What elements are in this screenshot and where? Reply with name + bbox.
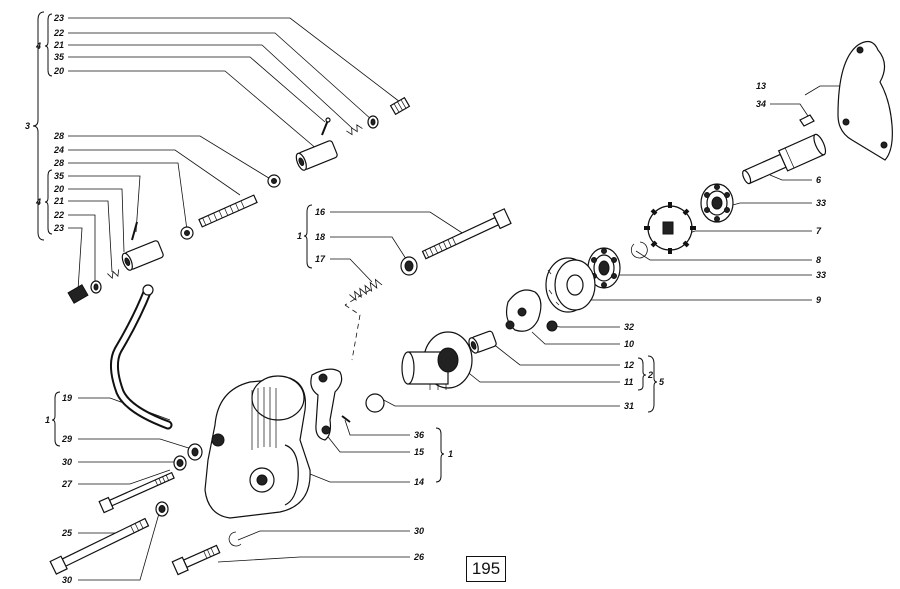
washer-part xyxy=(173,455,187,471)
key-part xyxy=(799,114,815,127)
callout-10: 10 xyxy=(624,339,634,349)
group-braces xyxy=(32,11,658,483)
spring-part xyxy=(349,278,383,301)
callout-36: 36 xyxy=(414,430,425,440)
callout-14: 14 xyxy=(414,477,424,487)
callout-27: 27 xyxy=(61,479,73,489)
spring-part xyxy=(346,124,363,136)
callout-28: 28 xyxy=(53,158,64,168)
page-number: 195 xyxy=(466,556,506,582)
group-number-4: 4 xyxy=(35,41,41,51)
callout-26: 26 xyxy=(413,552,425,562)
group-number-1: 1 xyxy=(448,449,453,459)
callout-28: 28 xyxy=(53,131,64,141)
callout-7: 7 xyxy=(816,226,822,236)
group-number-5: 5 xyxy=(659,377,665,387)
lever-part xyxy=(110,284,173,430)
callout-13: 13 xyxy=(756,81,766,91)
callout-21: 21 xyxy=(53,196,64,206)
spring-small-part xyxy=(67,284,89,304)
callout-32: 32 xyxy=(624,322,634,332)
callout-20: 20 xyxy=(53,66,64,76)
pin-part xyxy=(131,221,138,241)
group-number-1: 1 xyxy=(297,231,302,241)
pin-part xyxy=(341,415,351,423)
circlip-part xyxy=(630,241,648,259)
sleeve-part xyxy=(121,240,164,271)
callout-29: 29 xyxy=(61,434,72,444)
callout-6: 6 xyxy=(816,175,822,185)
ball-bearing-part xyxy=(700,183,734,223)
leader-lines xyxy=(68,17,842,581)
callout-30: 30 xyxy=(62,575,72,585)
circlip-part xyxy=(228,531,242,547)
spring-part xyxy=(107,269,120,280)
callout-22: 22 xyxy=(53,210,64,220)
callout-15: 15 xyxy=(414,447,425,457)
ring-part xyxy=(367,115,379,129)
callout-12: 12 xyxy=(624,360,634,370)
rocker-lever-part xyxy=(310,368,343,441)
callout-35: 35 xyxy=(54,52,65,62)
gasket-part xyxy=(837,40,893,161)
callout-labels: 23 22 21 35 20 28 24 28 35 20 21 22 23 1… xyxy=(25,13,826,585)
callout-34: 34 xyxy=(756,99,766,109)
washer-part xyxy=(155,501,169,517)
callout-16: 16 xyxy=(315,207,326,217)
flyweight-carrier-part xyxy=(401,331,473,390)
washer-part xyxy=(187,443,203,461)
callout-24: 24 xyxy=(53,145,64,155)
pin-part xyxy=(321,117,331,136)
ball-bearing-part xyxy=(587,247,621,289)
sleeve-part xyxy=(295,140,338,171)
callout-31: 31 xyxy=(624,401,634,411)
nut-part xyxy=(267,174,281,188)
bushing-part xyxy=(468,330,497,354)
governor-housing-part xyxy=(204,375,311,519)
callout-22: 22 xyxy=(53,28,64,38)
group-number-2: 2 xyxy=(647,370,653,380)
ball-part xyxy=(546,320,558,332)
callout-33: 33 xyxy=(816,198,826,208)
callout-19: 19 xyxy=(62,393,72,403)
group-number-1: 1 xyxy=(45,415,50,425)
callout-9: 9 xyxy=(816,295,821,305)
bolt-part xyxy=(98,471,175,514)
callout-25: 25 xyxy=(61,528,73,538)
gear-part xyxy=(644,202,696,254)
ball-part xyxy=(365,393,385,413)
callout-33: 33 xyxy=(816,270,826,280)
group-number-3: 3 xyxy=(25,121,30,131)
bolt-part xyxy=(49,517,150,575)
bolt-part xyxy=(171,544,221,576)
callout-23: 23 xyxy=(53,13,64,23)
adjusting-screw-part xyxy=(198,194,258,228)
flyweight-part xyxy=(505,289,542,332)
callout-8: 8 xyxy=(816,255,821,265)
callout-30: 30 xyxy=(414,526,424,536)
callout-35: 35 xyxy=(54,171,65,181)
callout-21: 21 xyxy=(53,40,64,50)
ring-part xyxy=(90,280,102,294)
callout-17: 17 xyxy=(315,254,326,264)
callout-20: 20 xyxy=(53,184,64,194)
cam-disc-part xyxy=(545,257,596,313)
bolt-part xyxy=(421,208,512,260)
washer-part xyxy=(400,256,418,276)
callout-23: 23 xyxy=(53,223,64,233)
callout-30: 30 xyxy=(62,457,72,467)
group-number-4: 4 xyxy=(35,197,41,207)
callout-11: 11 xyxy=(624,377,633,387)
callout-18: 18 xyxy=(315,232,325,242)
parts xyxy=(49,40,893,576)
spring-small-part xyxy=(389,96,411,116)
shaft-part xyxy=(742,133,827,185)
nut-part xyxy=(180,226,194,240)
